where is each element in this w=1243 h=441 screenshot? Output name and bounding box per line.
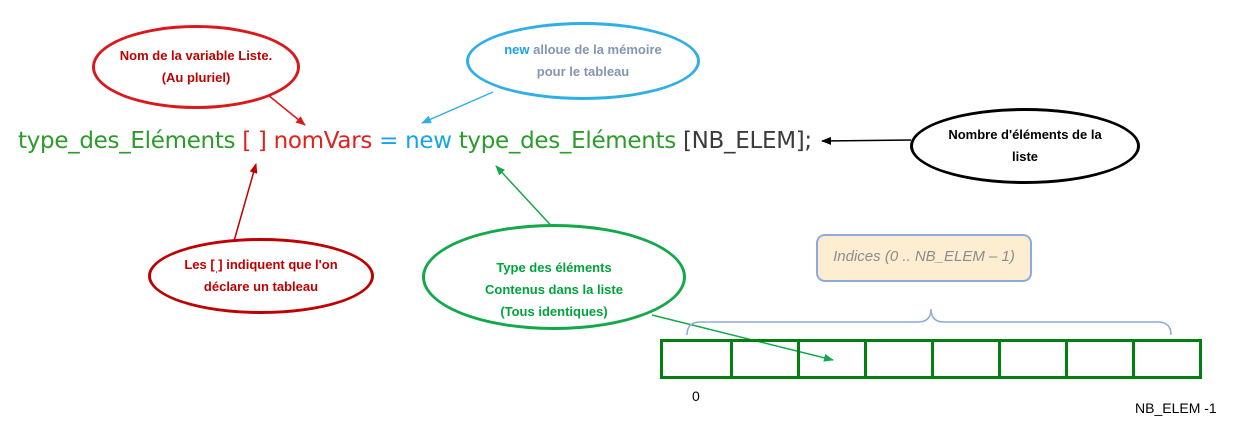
callout-brackets-line2: déclare un tableau <box>203 279 319 294</box>
code-element-type: type_des_Eléments <box>18 128 236 154</box>
arrow-new <box>421 91 494 124</box>
indices-brace <box>686 308 1172 336</box>
array-cell <box>730 342 797 376</box>
callout-new-line2: pour le tableau <box>536 64 630 79</box>
code-element-type-2: type_des_Eléments <box>458 128 677 154</box>
callout-variable-name-line2: (Au pluriel) <box>161 70 231 85</box>
last-index-label: NB_ELEM -1 <box>1135 400 1217 416</box>
callout-type-line2: Contenus dans la liste <box>485 282 623 297</box>
code-array-size: [NB_ELEM]; <box>682 128 812 154</box>
arrow-count <box>821 136 912 145</box>
callout-variable-name: Nom de la variable Liste. (Au pluriel) <box>92 25 300 109</box>
callout-new-line1-rest: alloue de la mémoire <box>529 42 662 57</box>
callout-brackets-line1: Les [ ] indiquent que l'on <box>184 254 337 276</box>
code-variable-name: nomVars <box>273 128 373 154</box>
code-brackets: [ ] <box>242 128 267 154</box>
array-cell <box>998 342 1065 376</box>
array-cell <box>931 342 998 376</box>
code-new-keyword: new <box>405 128 452 154</box>
indices-label-box: Indices (0 .. NB_ELEM – 1) <box>816 234 1032 282</box>
callout-count-line2: liste <box>1011 149 1038 164</box>
arrow-type <box>495 165 559 234</box>
array-cell <box>663 342 730 376</box>
array-cell <box>864 342 931 376</box>
array-cell <box>797 342 864 376</box>
callout-new-line1: new alloue de la mémoire <box>504 39 662 61</box>
array-cell <box>1065 342 1132 376</box>
callout-brackets-post: indiquent que l'on <box>222 257 338 272</box>
array-cell <box>1132 342 1199 376</box>
code-equals: = <box>379 128 399 154</box>
arrow-var-name <box>267 94 306 126</box>
callout-element-type: Type des éléments Contenus dans la liste… <box>422 224 686 330</box>
indices-label: Indices (0 .. NB_ELEM – 1) <box>833 248 1015 265</box>
callout-type-line1: Type des éléments <box>496 260 612 275</box>
callout-brackets-mark: [ ] <box>210 257 223 272</box>
callout-type-line3: (Tous identiques) <box>500 304 608 319</box>
callout-new-allocation: new alloue de la mémoire pour le tableau <box>466 22 700 100</box>
array-cells <box>660 339 1202 379</box>
callout-brackets: Les [ ] indiquent que l'on déclare un ta… <box>148 238 374 314</box>
callout-element-count: Nombre d'éléments de la liste <box>910 108 1140 184</box>
arrow-brackets <box>231 163 258 249</box>
callout-variable-name-line1: Nom de la variable Liste. <box>119 48 273 63</box>
first-index-label: 0 <box>692 388 700 404</box>
callout-count-line1: Nombre d'éléments de la <box>948 127 1102 142</box>
callout-brackets-pre: Les <box>184 257 211 272</box>
array-declaration-code: type_des_Eléments [ ] nomVars = new type… <box>18 124 812 158</box>
callout-new-keyword: new <box>504 42 530 57</box>
